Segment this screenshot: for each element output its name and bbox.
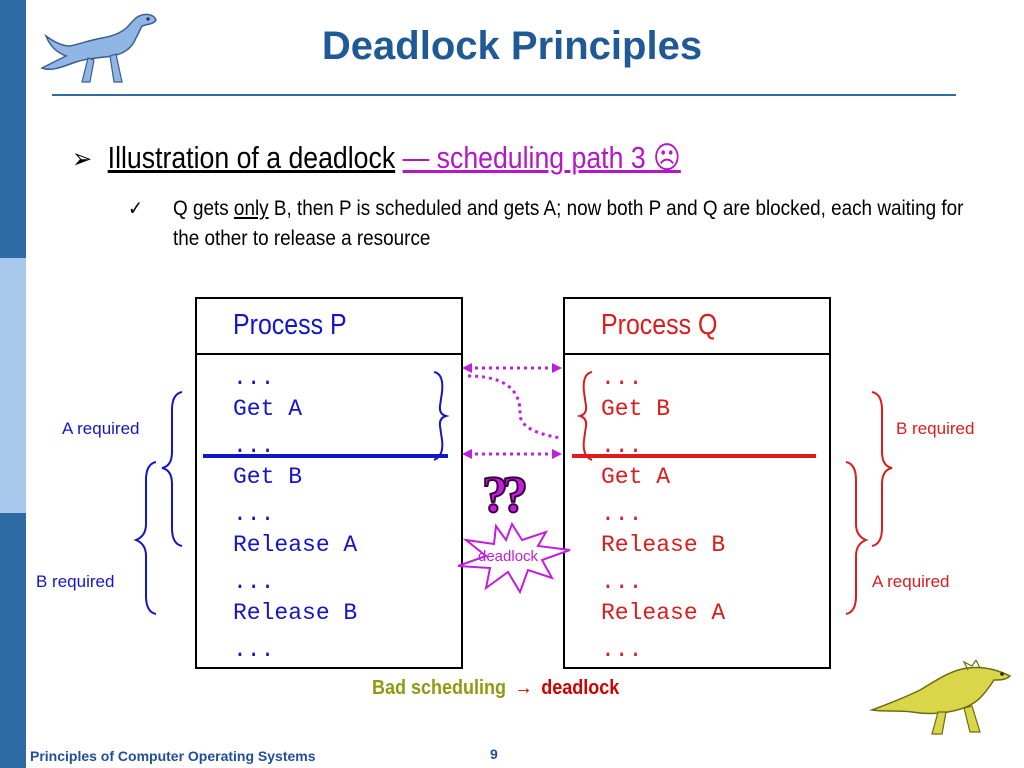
process-p-box: Process P ... Get A ... Get B ... Releas… — [195, 297, 463, 669]
arrow-bullet-icon: ➢ — [72, 143, 93, 174]
p-b-required-brace — [133, 461, 157, 615]
caption-left: Bad scheduling — [372, 677, 507, 699]
side-stripe-dark-bottom — [0, 513, 26, 768]
sub-bullet-text: Q gets only B, then P is scheduled and g… — [173, 194, 983, 254]
q-b-required-label: B required — [896, 419, 975, 438]
sub-bullet-only: only — [233, 197, 269, 220]
process-p-line: ... — [233, 569, 275, 595]
footer-page-number: 9 — [490, 746, 498, 762]
process-p-header: Process P — [197, 299, 461, 355]
process-q-box: Process Q ... Get B ... Get A ... Releas… — [563, 297, 831, 669]
process-q-line: ... — [601, 569, 643, 595]
side-stripe-light — [0, 258, 26, 513]
caption-right: deadlock — [541, 677, 620, 699]
process-q-line: Release A — [601, 600, 726, 626]
p-a-required-brace — [161, 391, 183, 547]
caption: Bad scheduling → deadlock — [372, 677, 619, 700]
process-q-line: Get B — [601, 396, 671, 422]
process-q-line: ... — [601, 501, 643, 527]
deadlock-burst-icon — [457, 521, 571, 595]
p-b-required-label: B required — [36, 572, 115, 591]
question-marks-icon: ?? — [481, 466, 529, 525]
process-p-line: Release A — [233, 532, 358, 558]
bullet-prefix: Illustration of a deadlock — [107, 140, 396, 175]
q-a-required-brace — [845, 461, 869, 615]
process-q-title: Process Q — [601, 309, 718, 341]
scheduling-arrows — [467, 366, 561, 456]
process-p-line: ... — [233, 365, 275, 391]
sub-bullet-part1: Q gets — [173, 197, 234, 220]
sub-bullet-part2: B, then P is scheduled and gets A; now b… — [173, 197, 964, 250]
slide-title: Deadlock Principles — [321, 24, 703, 68]
process-q-inner-brace — [576, 371, 593, 461]
q-a-required-label: A required — [872, 572, 950, 591]
footer-course: Principles of Computer Operating Systems — [30, 748, 316, 764]
deadlock-burst-label: deadlock — [478, 548, 539, 565]
side-stripe-dark-top — [0, 0, 26, 258]
process-q-line: ... — [601, 365, 643, 391]
p-a-required-label: A required — [62, 419, 140, 438]
process-q-header: Process Q — [565, 299, 829, 355]
checkmark-icon: ✓ — [128, 198, 144, 220]
caption-arrow: → — [514, 677, 533, 699]
dinosaur-bottom-right-icon — [869, 660, 1012, 735]
process-p-line: ... — [233, 637, 275, 663]
dinosaur-top-left-icon — [40, 13, 157, 83]
q-b-required-brace — [871, 391, 893, 547]
process-p-inner-brace — [433, 371, 450, 461]
process-p-line: Release B — [233, 600, 358, 626]
process-q-line: Release B — [601, 532, 726, 558]
process-q-line: ... — [601, 637, 643, 663]
bullet-highlight: — scheduling path 3 ☹ — [402, 140, 681, 175]
process-p-line: Get A — [233, 396, 303, 422]
process-q-line: Get A — [601, 464, 671, 490]
main-bullet: ➢ Illustration of a deadlock — scheduling… — [72, 140, 681, 176]
process-p-title: Process P — [233, 309, 347, 341]
process-p-line: ... — [233, 501, 275, 527]
title-underline — [52, 94, 956, 96]
scheduling-arrowheads — [462, 363, 562, 459]
process-p-line: Get B — [233, 464, 303, 490]
